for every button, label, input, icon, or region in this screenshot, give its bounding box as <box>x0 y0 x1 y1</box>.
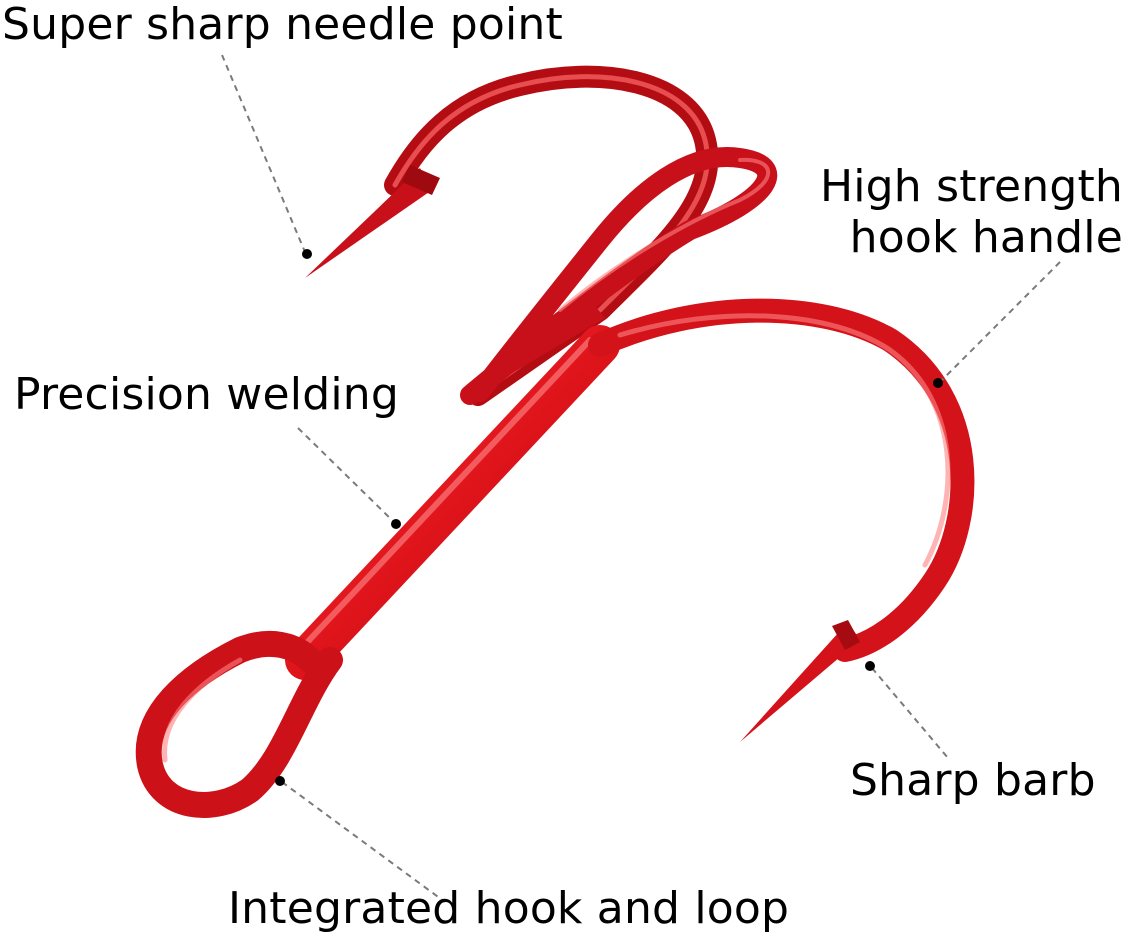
anchor-dot-welding <box>391 519 401 529</box>
needle-point-tip <box>305 168 432 278</box>
hook-arm-front <box>588 298 975 662</box>
label-hook-handle-line1: High strength <box>819 161 1123 212</box>
anchor-dot-barb <box>865 661 875 671</box>
label-precision-welding: Precision welding <box>14 369 399 420</box>
label-hook-handle: High strength hook handle <box>819 161 1123 263</box>
leader-line-needle <box>221 54 306 253</box>
anchor-dot-needle <box>302 249 312 259</box>
leader-lines <box>221 54 1061 903</box>
hook-eye <box>135 630 343 818</box>
leader-line-handle <box>939 261 1061 383</box>
hook-shank <box>285 325 620 680</box>
anchor-dots <box>275 249 943 786</box>
leader-line-loop <box>281 781 446 903</box>
label-hook-handle-line2: hook handle <box>849 211 1123 263</box>
middle-hook-tip <box>470 300 605 398</box>
label-needle-point: Super sharp needle point <box>2 0 563 50</box>
sharp-barb-tip <box>740 622 860 742</box>
hook-arm-middle <box>460 147 778 405</box>
label-integrated-loop: Integrated hook and loop <box>228 883 790 934</box>
label-sharp-barb: Sharp barb <box>850 755 1096 806</box>
leader-line-barb <box>871 667 949 759</box>
leader-line-welding <box>297 427 396 524</box>
anchor-dot-handle <box>933 378 943 388</box>
hook-body <box>135 65 975 818</box>
anchor-dot-loop <box>275 776 285 786</box>
